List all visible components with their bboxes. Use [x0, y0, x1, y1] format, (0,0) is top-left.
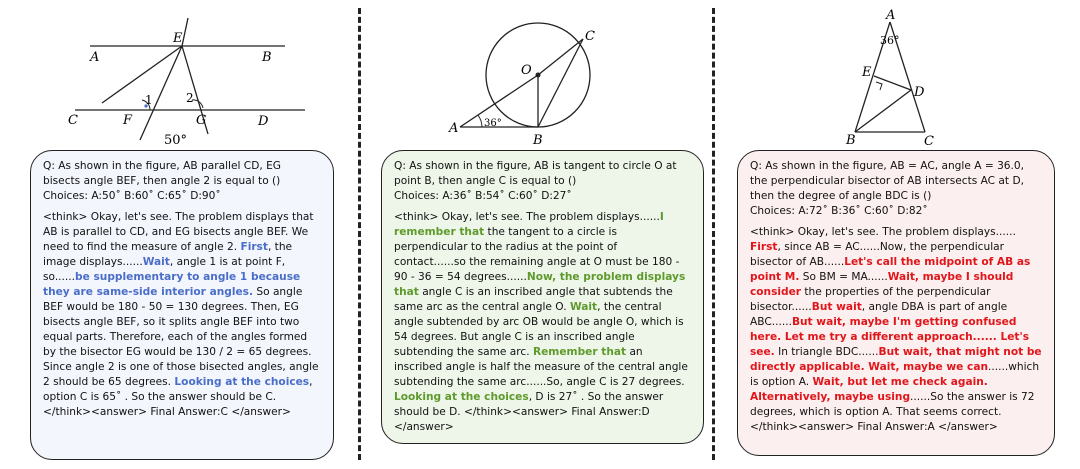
angle-label-1: 1 [145, 93, 153, 107]
highlighted-phrase: Now, the problem displays that [394, 271, 686, 298]
reasoning-segment: <think> Okay, let's see. The problem dis… [394, 211, 660, 223]
highlighted-phrase: Wait, maybe I should consider [750, 271, 1014, 298]
reasoning-segment: , since AB = AC......Now, the perpendicu… [750, 241, 1004, 268]
point-label-f: F [122, 113, 133, 128]
reasoning-segment: angle C is an inscribed angle that subte… [394, 286, 673, 313]
question-text: Q: As shown in the figure, AB = AC, angl… [750, 160, 1025, 202]
reasoning-segment: So angle BEF would be 180 - 50 = 130 deg… [43, 286, 319, 388]
angle-value-label: 36° [484, 118, 502, 129]
point-label-c: C [68, 113, 78, 128]
highlighted-phrase: First [750, 241, 778, 253]
highlighted-phrase: Let's call the midpoint of AB as point M… [750, 256, 1031, 283]
point-label-a: A [448, 121, 458, 136]
reasoning-text: <think> Okay, let's see. The problem dis… [43, 210, 321, 420]
point-label-e: E [861, 65, 872, 80]
highlighted-phrase: be supplementary to angle 1 because they… [43, 271, 301, 298]
point-label-o: O [521, 63, 532, 78]
figure-parallel-lines: A B C D E F G 1 2 50° [68, 17, 305, 148]
highlighted-phrase: Wait [142, 256, 170, 268]
highlighted-phrase: But wait, maybe I'm getting confused her… [750, 316, 1030, 358]
highlighted-phrase: Looking at the choices [394, 391, 529, 403]
highlighted-phrase: Wait, but let me check again. Alternativ… [750, 376, 988, 403]
angle-value-label: 50° [164, 133, 187, 148]
reasoning-segment: ......So the answer is 72 degrees, which… [750, 391, 1035, 433]
point-label-a: A [885, 8, 895, 23]
reasoning-segment: an inscribed angle is half the measure o… [394, 346, 688, 388]
reasoning-card-2: Q: As shown in the figure, AB is tangent… [381, 150, 704, 444]
point-label-g: G [196, 113, 206, 128]
reasoning-segment: the tangent to a circle is perpendicular… [394, 226, 680, 283]
angle-value-label: 36° [880, 34, 900, 47]
highlighted-phrase: Remember that [532, 346, 627, 358]
reasoning-segment: the properties of the perpendicular bise… [750, 286, 991, 313]
choices-text: Choices: A:36˚ B:54˚ C:60˚ D:27˚ [394, 190, 572, 202]
highlighted-phrase: But wait [811, 301, 862, 313]
choices-text: Choices: A:72˚ B:36˚ C:60˚ D:82˚ [750, 205, 928, 217]
highlighted-phrase: Wait [569, 301, 598, 313]
figure-isosceles-triangle: A B C D E 36° [845, 8, 934, 149]
reasoning-segment: So BM = MA...... [799, 271, 888, 283]
point-label-b: B [532, 133, 543, 146]
reasoning-text: <think> Okay, let's see. The problem dis… [394, 210, 691, 435]
reasoning-segment: , the image displays...... [43, 241, 293, 268]
reasoning-segment: ......which is option A. [750, 361, 1040, 388]
point-label-d: D [913, 85, 925, 100]
angle-label-2: 2 [186, 91, 194, 105]
reasoning-card-1: Q: As shown in the figure, AB parallel C… [30, 150, 334, 460]
figure-tangent-circle: A B C O 36° [448, 22, 595, 146]
reasoning-segment: <think> Okay, let's see. The problem dis… [750, 226, 1016, 238]
choices-text: Choices: A:50˚ B:60˚ C:65˚ D:90˚ [43, 190, 221, 202]
reasoning-card-3: Q: As shown in the figure, AB = AC, angl… [737, 150, 1055, 456]
highlighted-phrase: First [240, 241, 268, 253]
highlighted-phrase: But wait, that might not be directly app… [750, 346, 1042, 373]
point-label-b: B [261, 50, 272, 65]
reasoning-segment: , D is 27˚ . So the answer should be D. … [394, 391, 664, 433]
reasoning-segment: <think> Okay, let's see. The problem dis… [43, 211, 314, 253]
highlighted-phrase: Looking at the choices [174, 376, 310, 388]
point-label-e: E [172, 31, 183, 46]
reasoning-segment: , option C is 65˚ . So the answer should… [43, 376, 313, 418]
divider-1 [358, 8, 361, 460]
reasoning-segment: , the central angle subtended by arc OB … [394, 301, 684, 358]
point-label-d: D [257, 114, 269, 129]
question-text: Q: As shown in the figure, AB parallel C… [43, 160, 281, 187]
highlighted-phrase: I remember that [394, 211, 664, 238]
reasoning-segment: , angle DBA is part of angle ABC...... [750, 301, 1008, 328]
reasoning-text: <think> Okay, let's see. The problem dis… [750, 225, 1042, 435]
point-label-c: C [924, 134, 934, 149]
point-label-b: B [845, 133, 856, 148]
question-text: Q: As shown in the figure, AB is tangent… [394, 160, 677, 187]
reasoning-segment: In triangle BDC...... [774, 346, 879, 358]
point-label-a: A [89, 50, 99, 65]
reasoning-segment: , angle 1 is at point F, so...... [43, 256, 286, 283]
divider-2 [712, 8, 715, 460]
point-label-c: C [585, 29, 595, 44]
